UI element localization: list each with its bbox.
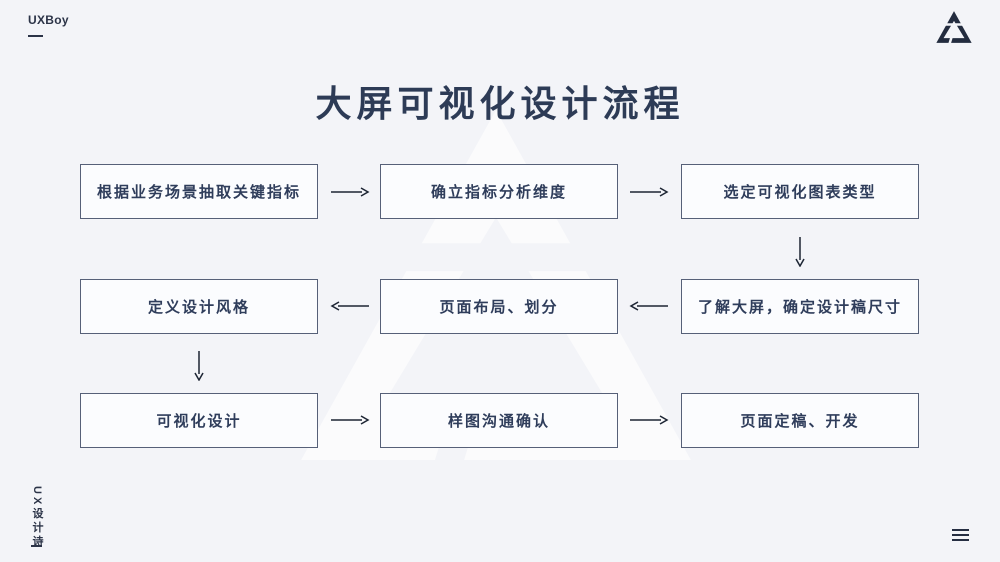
triangle-logo-icon xyxy=(936,10,972,44)
arrow-down-icon xyxy=(193,350,205,381)
hamburger-menu-icon[interactable] xyxy=(952,529,969,544)
flow-step-extract-key-metrics: 根据业务场景抽取关键指标 xyxy=(80,164,318,219)
footer-underline xyxy=(31,545,42,547)
arrow-left-icon xyxy=(330,300,370,312)
flow-step-finalize-develop: 页面定稿、开发 xyxy=(681,393,919,448)
arrow-right-icon xyxy=(330,414,370,426)
flow-step-page-layout-division: 页面布局、划分 xyxy=(380,279,618,334)
brand-name: UXBoy xyxy=(28,13,69,27)
flow-step-mockup-confirmation: 样图沟通确认 xyxy=(380,393,618,448)
arrow-right-icon xyxy=(629,414,669,426)
flow-step-visual-design: 可视化设计 xyxy=(80,393,318,448)
flow-step-define-analysis-dimensions: 确立指标分析维度 xyxy=(380,164,618,219)
brand-underline xyxy=(28,35,43,37)
arrow-right-icon xyxy=(330,186,370,198)
arrow-right-icon xyxy=(629,186,669,198)
arrow-left-icon xyxy=(629,300,669,312)
flow-step-define-design-style: 定义设计风格 xyxy=(80,279,318,334)
flow-step-screen-size: 了解大屏，确定设计稿尺寸 xyxy=(681,279,919,334)
page-title: 大屏可视化设计流程 xyxy=(315,83,685,125)
footer-vertical-brand: UX设计诗 xyxy=(31,486,43,550)
arrow-down-icon xyxy=(794,236,806,267)
flow-step-select-chart-types: 选定可视化图表类型 xyxy=(681,164,919,219)
